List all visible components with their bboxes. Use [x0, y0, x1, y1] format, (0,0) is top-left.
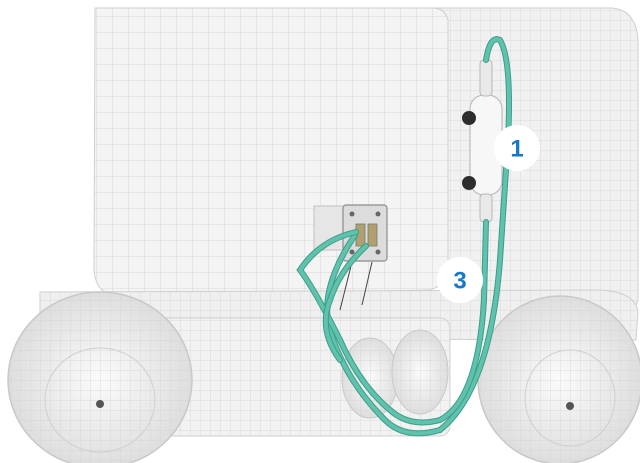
callout-1: 1 [494, 125, 540, 171]
callout-3: 3 [437, 257, 483, 303]
right-wheel [478, 296, 640, 463]
callout-1-label: 1 [510, 136, 523, 163]
callout-3-label: 3 [453, 268, 466, 295]
left-wheel [8, 292, 192, 463]
